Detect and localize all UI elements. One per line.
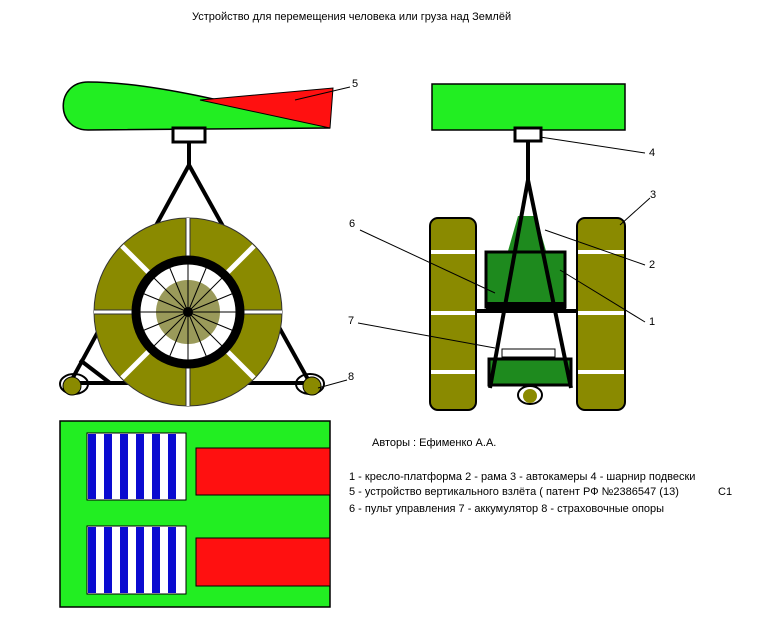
safety-support-left bbox=[59, 373, 89, 396]
leader-lines bbox=[294, 86, 651, 389]
safety-support-right bbox=[295, 373, 325, 396]
hinge-mount-left bbox=[171, 126, 207, 144]
callout-1: 1 bbox=[649, 316, 656, 328]
striped-block-top bbox=[86, 432, 187, 501]
legend-line-3: 6 - пульт управления 7 - аккумулятор 8 -… bbox=[349, 503, 665, 515]
callout-8: 8 bbox=[348, 371, 355, 383]
tire-left bbox=[429, 217, 477, 411]
battery bbox=[501, 348, 556, 358]
wheel-side bbox=[93, 217, 283, 407]
diagram-title: Устройство для перемещения человека или … bbox=[192, 11, 512, 23]
axle-bar bbox=[476, 309, 577, 313]
frame-right bbox=[488, 141, 573, 389]
hinge-mount-right bbox=[513, 126, 543, 143]
callout-6: 6 bbox=[349, 218, 356, 230]
wing-front bbox=[431, 83, 626, 131]
callout-3: 3 bbox=[650, 189, 657, 201]
safety-support-front bbox=[517, 385, 543, 405]
striped-block-bottom bbox=[86, 525, 187, 595]
red-block-bottom bbox=[195, 537, 331, 587]
red-block-top bbox=[195, 447, 331, 496]
legend-suffix: C1 bbox=[718, 486, 733, 498]
callout-7: 7 bbox=[348, 315, 355, 327]
authors: Авторы : Ефименко А.А. bbox=[372, 437, 497, 449]
callout-2: 2 bbox=[649, 259, 656, 271]
callout-5: 5 bbox=[352, 78, 359, 90]
legend-line-1: 1 - кресло-платформа 2 - рама 3 - автока… bbox=[349, 471, 696, 483]
seat-base bbox=[486, 302, 566, 310]
tire-right bbox=[576, 217, 626, 411]
callout-4: 4 bbox=[649, 147, 656, 159]
legend-line-2: 5 - устройство вертикального взлёта ( па… bbox=[349, 486, 679, 498]
lower-box bbox=[487, 357, 573, 387]
vertical-takeoff-device bbox=[199, 87, 334, 129]
